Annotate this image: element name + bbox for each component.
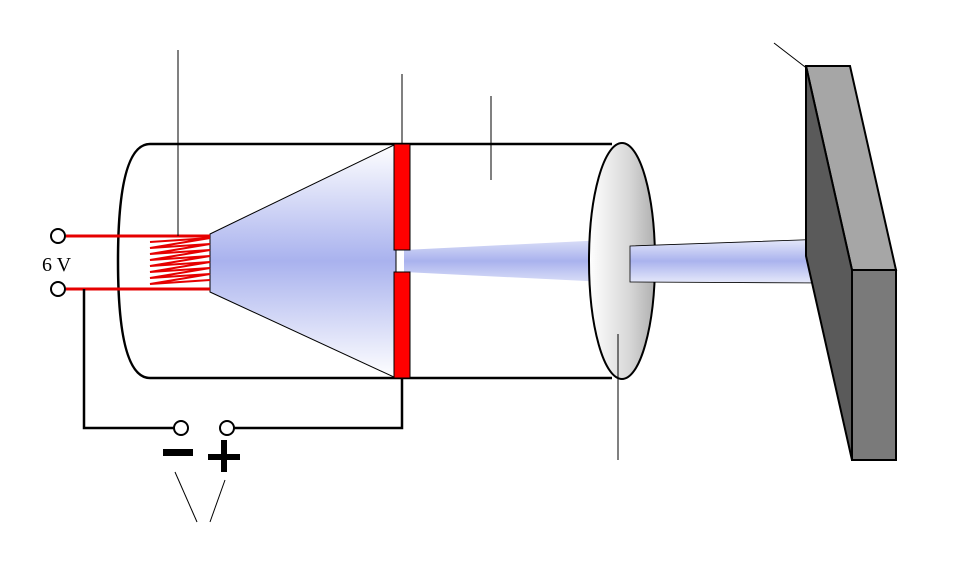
tube-body bbox=[116, 142, 612, 380]
target-plate bbox=[804, 65, 898, 461]
electron-cloud-cone bbox=[209, 143, 397, 379]
anode-plate bbox=[393, 143, 411, 379]
negative-terminal bbox=[173, 420, 189, 436]
output-beam bbox=[629, 238, 829, 284]
accelerating-circuit bbox=[82, 289, 404, 430]
filament-terminal-top bbox=[50, 228, 66, 244]
voltage-label: 6 V bbox=[42, 254, 72, 276]
electron-beam bbox=[404, 240, 606, 282]
positive-terminal bbox=[219, 420, 235, 436]
minus-sign-icon bbox=[163, 449, 193, 456]
filament-coil bbox=[149, 237, 211, 285]
filament-terminal-bottom bbox=[50, 281, 66, 297]
plus-sign-icon bbox=[208, 440, 240, 472]
filament-leads bbox=[66, 234, 210, 291]
